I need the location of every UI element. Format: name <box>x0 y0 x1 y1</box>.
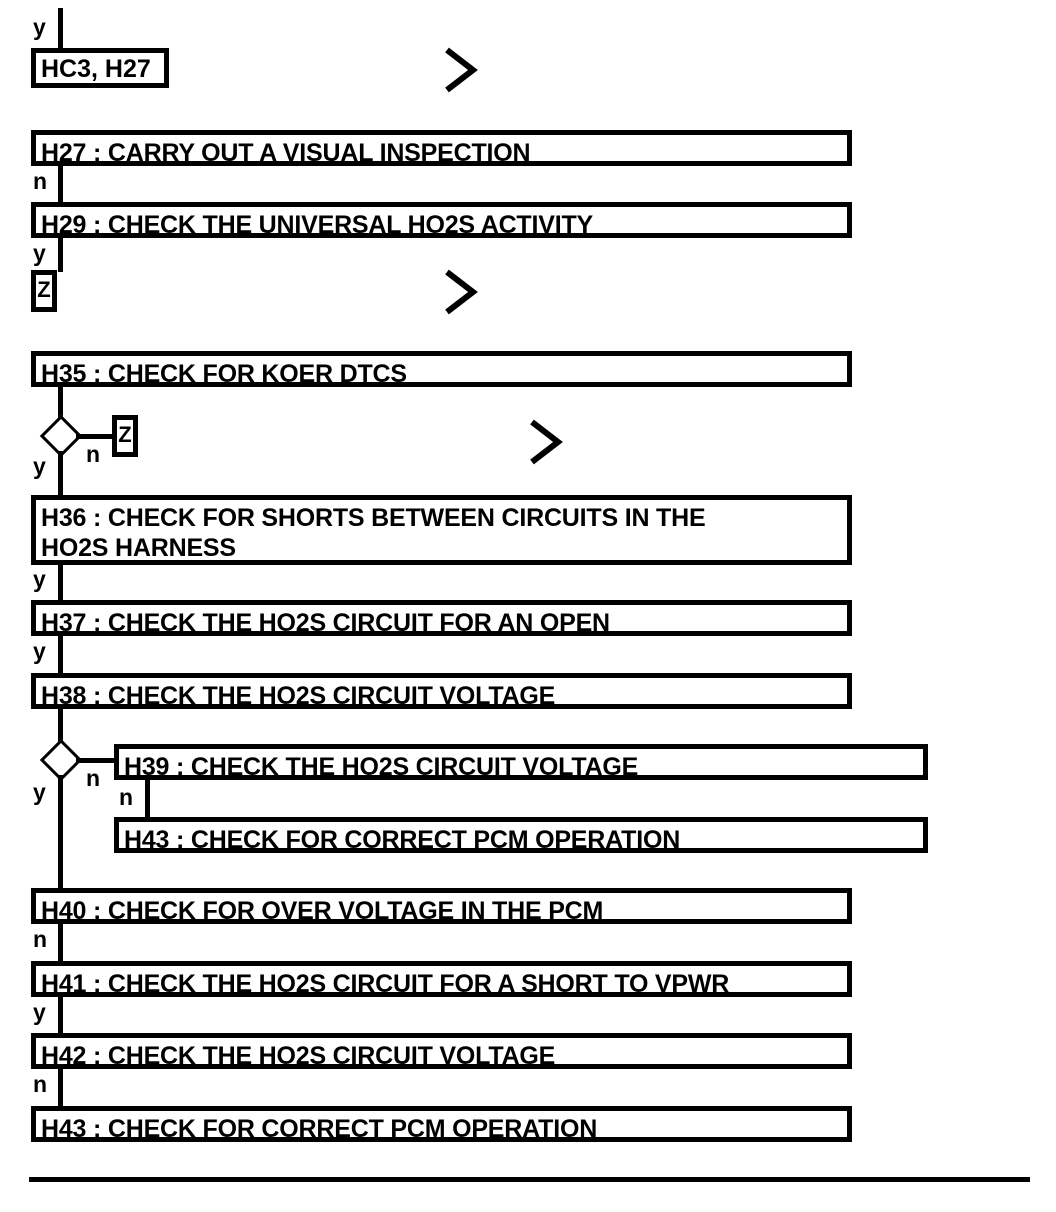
connector-entry-vertical <box>58 8 63 48</box>
branch-label-h38-n: n <box>86 765 101 791</box>
connector-h39-to-h43-branch <box>145 780 150 817</box>
branch-label-h27-n: n <box>33 168 48 194</box>
connector-h36-to-h37 <box>58 565 63 600</box>
entry-tag-box[interactable]: HC3, H27 <box>31 48 169 88</box>
connector-h35-to-decision <box>58 387 63 420</box>
connector-h37-to-h38 <box>58 636 63 673</box>
step-box-h41[interactable]: H41 : CHECK THE HO2S CIRCUIT FOR A SHORT… <box>31 961 852 998</box>
step-box-h42[interactable]: H42 : CHECK THE HO2S CIRCUIT VOLTAGE <box>31 1033 852 1070</box>
step-box-h29[interactable]: H29 : CHECK THE UNIVERSAL HO2S ACTIVITY <box>31 202 852 239</box>
connector-h27-to-h29 <box>58 166 63 202</box>
step-box-h37[interactable]: H37 : CHECK THE HO2S CIRCUIT FOR AN OPEN <box>31 600 852 637</box>
connector-h29-to-z1 <box>58 238 63 272</box>
step-box-h27[interactable]: H27 : CARRY OUT A VISUAL INSPECTION <box>31 130 852 167</box>
branch-label-h37-y: y <box>33 638 46 664</box>
branch-label-h36-y: y <box>33 566 46 592</box>
z-connector-2[interactable]: Z <box>112 415 138 457</box>
branch-label-h35-n: n <box>86 441 101 467</box>
branch-label-h40-n: n <box>33 926 48 952</box>
branch-label-h42-n: n <box>33 1071 48 1097</box>
branch-label-h41-y: y <box>33 999 46 1025</box>
connector-decision-h35-to-z2 <box>76 434 116 439</box>
branch-label-h35-y: y <box>33 453 46 479</box>
step-box-h36[interactable]: H36 : CHECK FOR SHORTS BETWEEN CIRCUITS … <box>31 495 852 565</box>
connector-decision-h38-to-h39 <box>76 758 121 763</box>
connector-h40-to-h41 <box>58 924 63 961</box>
branch-label-entry-y: y <box>33 14 46 40</box>
connector-h38-to-decision <box>58 709 63 745</box>
chevron-1-icon <box>442 46 478 94</box>
step-box-h43[interactable]: H43 : CHECK FOR CORRECT PCM OPERATION <box>31 1106 852 1143</box>
branch-label-h38-y: y <box>33 779 46 805</box>
connector-h41-to-h42 <box>58 997 63 1033</box>
branch-label-h39-n: n <box>119 784 134 810</box>
chevron-3-icon <box>527 418 563 466</box>
z-connector-1[interactable]: Z <box>31 270 57 312</box>
step-box-h35[interactable]: H35 : CHECK FOR KOER DTCS <box>31 351 852 388</box>
step-box-h40[interactable]: H40 : CHECK FOR OVER VOLTAGE IN THE PCM <box>31 888 852 925</box>
connector-decision-h35-y <box>58 451 63 495</box>
connector-h42-to-h43 <box>58 1069 63 1106</box>
step-box-h43-branch[interactable]: H43 : CHECK FOR CORRECT PCM OPERATION <box>114 817 928 854</box>
branch-label-h29-y: y <box>33 240 46 266</box>
step-box-h38[interactable]: H38 : CHECK THE HO2S CIRCUIT VOLTAGE <box>31 673 852 710</box>
connector-decision-h38-y <box>58 775 63 889</box>
bottom-divider <box>29 1177 1030 1182</box>
step-box-h39[interactable]: H39 : CHECK THE HO2S CIRCUIT VOLTAGE <box>114 744 928 781</box>
chevron-2-icon <box>442 268 478 316</box>
